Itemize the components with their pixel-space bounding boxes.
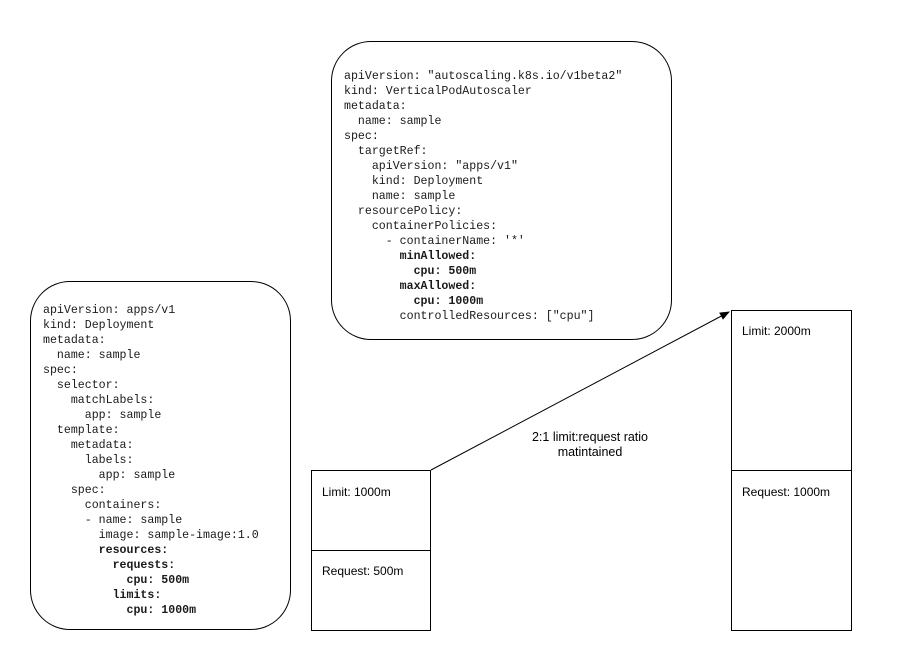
deployment-code-line: apiVersion: apps/v1 [43, 304, 176, 317]
after-limit-label: Limit: 2000m [742, 324, 811, 338]
deployment-code-line: requests: [43, 559, 176, 572]
vpa-code-line: containerPolicies: [344, 220, 498, 233]
deployment-code-line: image: sample-image:1.0 [43, 529, 259, 542]
deployment-code-line: matchLabels: [43, 394, 155, 407]
vpa-manifest-card: apiVersion: "autoscaling.k8s.io/v1beta2"… [331, 41, 672, 340]
deployment-code-line: labels: [43, 454, 134, 467]
vpa-code-line: kind: VerticalPodAutoscaler [344, 85, 532, 98]
deployment-code-line: kind: Deployment [43, 319, 155, 332]
deployment-code-line: cpu: 500m [43, 574, 190, 587]
vpa-manifest-code: apiVersion: "autoscaling.k8s.io/v1beta2"… [344, 69, 622, 324]
ratio-caption-line-1: 2:1 limit:request ratio [531, 430, 649, 444]
deployment-code-line: app: sample [43, 409, 162, 422]
deployment-code-line: name: sample [43, 349, 141, 362]
vpa-code-line: spec: [344, 130, 379, 143]
vpa-code-line: cpu: 500m [344, 265, 477, 278]
deployment-code-line: metadata: [43, 439, 134, 452]
after-request-label: Request: 1000m [742, 485, 831, 499]
deployment-code-line: spec: [43, 364, 78, 377]
deployment-code-line: selector: [43, 379, 120, 392]
vpa-code-line: - containerName: '*' [344, 235, 525, 248]
before-limit-label: Limit: 1000m [322, 485, 391, 499]
vpa-code-line: resourcePolicy: [344, 205, 463, 218]
after-resource-box: Limit: 2000m Request: 1000m [731, 310, 852, 631]
vpa-code-line: maxAllowed: [344, 280, 477, 293]
vpa-code-line: name: sample [344, 190, 456, 203]
deployment-code-line: limits: [43, 589, 162, 602]
vpa-code-line: name: sample [344, 115, 442, 128]
before-request-section: Request: 500m [312, 550, 430, 630]
deployment-code-line: spec: [43, 484, 106, 497]
ratio-caption-line-2: matintained [557, 445, 623, 459]
vpa-code-line: controlledResources: ["cpu"] [344, 310, 595, 323]
before-limit-section: Limit: 1000m [312, 471, 430, 551]
deployment-code-line: metadata: [43, 334, 106, 347]
before-request-label: Request: 500m [322, 564, 404, 578]
after-request-section: Request: 1000m [732, 470, 851, 630]
vpa-code-line: kind: Deployment [344, 175, 484, 188]
ratio-caption: 2:1 limit:request ratio matintained [500, 430, 680, 460]
vpa-code-line: apiVersion: "apps/v1" [344, 160, 518, 173]
deployment-code-line: template: [43, 424, 120, 437]
deployment-code-line: cpu: 1000m [43, 604, 197, 617]
deployment-code-line: resources: [43, 544, 169, 557]
deployment-code-line: - name: sample [43, 514, 183, 527]
before-resource-box: Limit: 1000m Request: 500m [311, 470, 431, 631]
deployment-code-line: containers: [43, 499, 162, 512]
vpa-code-line: targetRef: [344, 145, 428, 158]
after-limit-section: Limit: 2000m [732, 311, 851, 471]
deployment-manifest-code: apiVersion: apps/v1 kind: Deployment metad… [43, 303, 259, 618]
deployment-manifest-card: apiVersion: apps/v1 kind: Deployment metad… [30, 281, 291, 630]
vpa-code-line: minAllowed: [344, 250, 477, 263]
vpa-code-line: metadata: [344, 100, 407, 113]
vpa-code-line: cpu: 1000m [344, 295, 484, 308]
scaling-arrow [430, 311, 730, 471]
vpa-code-line: apiVersion: "autoscaling.k8s.io/v1beta2" [344, 70, 623, 83]
deployment-code-line: app: sample [43, 469, 176, 482]
